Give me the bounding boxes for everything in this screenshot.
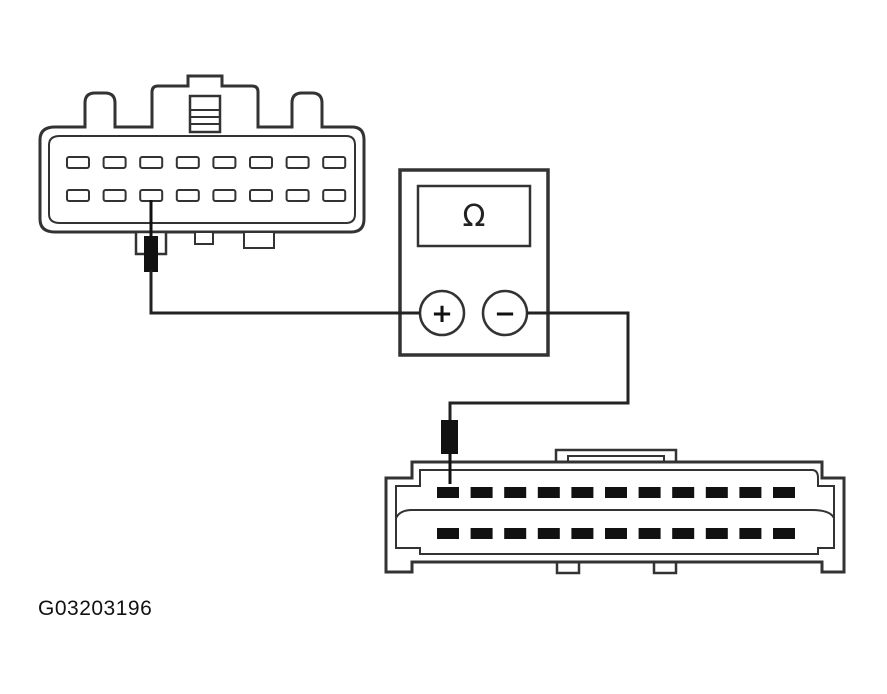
ohm-symbol: Ω: [463, 199, 486, 234]
connector-a-cavity: [102, 189, 127, 202]
connector-a-cavity: [139, 189, 164, 202]
connector-a-cavity: [285, 189, 310, 202]
connector-a-cavity: [322, 189, 347, 202]
connector-b-terminal: [537, 487, 560, 498]
connector-b-terminal: [705, 528, 728, 539]
negative-terminal-symbol: −: [494, 299, 516, 329]
connector-a-cavity: [322, 156, 347, 169]
connector-b-terminal: [605, 528, 627, 539]
connector-b-terminal: [504, 528, 527, 539]
positive-lead: [149, 270, 420, 315]
connector-b-terminal: [739, 487, 762, 498]
connector-a-cavity: [285, 156, 310, 169]
figure-id: G03203196: [38, 597, 153, 620]
positive-terminal-symbol: +: [431, 299, 453, 329]
connector-b-terminal: [773, 487, 795, 498]
connector-b-terminal: [537, 528, 560, 539]
connector-b-terminal: [470, 487, 493, 498]
connector-a-cavity: [175, 189, 200, 202]
connector-b-terminal: [638, 487, 661, 498]
ohmmeter-display: [416, 184, 532, 248]
connector-b-terminal: [571, 487, 594, 498]
connector-a-cavity: [212, 189, 237, 202]
connector-b-terminal: [605, 487, 627, 498]
connector-a-cavity: [102, 156, 127, 169]
connector-b-terminal: [773, 528, 795, 539]
connector-a-tab: [194, 231, 214, 245]
connector-b-terminal: [672, 487, 695, 498]
ohmmeter: Ω + −: [398, 168, 550, 357]
probe-negative: [441, 420, 458, 484]
connector-a-inner-outline: [48, 135, 356, 224]
connector-a-cavity: [249, 156, 273, 169]
connector-b-divider: [395, 509, 835, 519]
connector-b: [384, 448, 846, 575]
connector-b-terminal: [437, 528, 459, 539]
negative-lead: [448, 311, 630, 428]
connector-b-terminal: [571, 528, 594, 539]
connector-a-latch: [188, 94, 222, 134]
connector-a-tab: [243, 231, 275, 249]
connector-a-cavity: [139, 156, 164, 169]
connector-a-cavity: [66, 189, 90, 202]
connector-b-terminal: [638, 528, 661, 539]
connector-b-terminal: [672, 528, 695, 539]
connector-b-terminal: [504, 487, 527, 498]
connector-b-terminal: [437, 487, 459, 498]
connector-a-cavity: [175, 156, 200, 169]
connector-b-terminal: [705, 487, 728, 498]
connector-a-cavity: [249, 189, 273, 202]
connector-b-terminal: [739, 528, 762, 539]
connector-b-terminal: [470, 528, 493, 539]
connector-a-pins: [66, 156, 347, 202]
connector-a-cavity: [212, 156, 237, 169]
connector-b-pins: [437, 487, 795, 539]
connector-a-cavity: [66, 156, 90, 169]
probe-positive: [134, 200, 168, 272]
